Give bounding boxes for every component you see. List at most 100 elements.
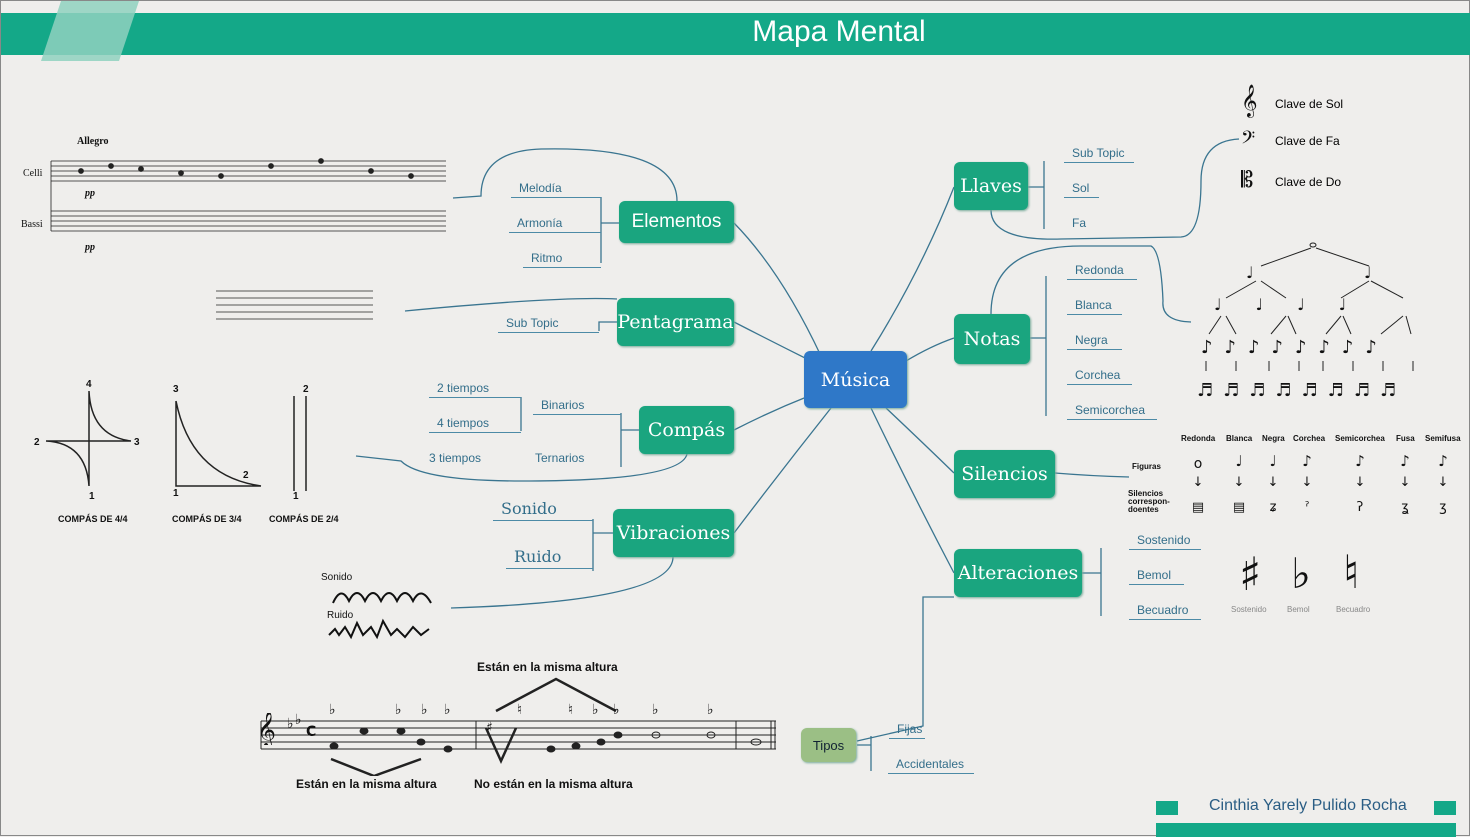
subtopic-sonido[interactable]: Sonido bbox=[493, 499, 593, 521]
subtopic-negra[interactable]: Negra bbox=[1067, 333, 1122, 350]
subtopic-fa[interactable]: Fa bbox=[1072, 216, 1087, 230]
sixteenth-notes-icon: ♬♬♬♬♬♬♬♬ bbox=[1197, 380, 1407, 401]
score-tempo: Allegro bbox=[77, 136, 109, 147]
compas-label: COMPÁS DE 3/4 bbox=[172, 514, 242, 524]
subtopic-sol[interactable]: Sol bbox=[1064, 181, 1099, 198]
flat-icon: ♭ bbox=[1291, 549, 1311, 598]
table-header: Fusa bbox=[1396, 434, 1415, 443]
subtopic-pentagrama[interactable]: Sub Topic bbox=[498, 316, 599, 333]
subtopic-llaves[interactable]: Sub Topic bbox=[1064, 146, 1134, 163]
node-elementos[interactable]: Elementos bbox=[619, 201, 734, 243]
header-bar bbox=[1, 13, 1470, 55]
flat-icon: ♭ bbox=[329, 702, 336, 718]
sharp-icon: ♯ bbox=[1239, 547, 1262, 601]
subtopic-bemol[interactable]: Bemol bbox=[1129, 568, 1184, 585]
flat-icon: ♭ bbox=[652, 702, 659, 718]
table-header: Semifusa bbox=[1425, 434, 1461, 443]
eighth-notes-icon: ♪♪♪♪♪♪♪♪ bbox=[1201, 337, 1389, 358]
compas-label: COMPÁS DE 2/4 bbox=[269, 514, 339, 524]
table-header: Negra bbox=[1262, 434, 1285, 443]
node-alteraciones[interactable]: Alteraciones bbox=[954, 549, 1082, 597]
subtopic-sostenido[interactable]: Sostenido bbox=[1129, 533, 1201, 550]
node-llaves[interactable]: Llaves bbox=[954, 162, 1028, 210]
node-silencios[interactable]: Silencios bbox=[954, 450, 1055, 498]
footer-square bbox=[1156, 801, 1178, 815]
subtopic-3-tiempos[interactable]: 3 tiempos bbox=[429, 451, 482, 465]
flat-icon: ♭ bbox=[421, 702, 428, 718]
alto-clef-icon: 𝄡 bbox=[1241, 168, 1254, 193]
row-label-figuras: Figuras bbox=[1132, 462, 1161, 471]
alteracion-caption: Becuadro bbox=[1336, 605, 1371, 614]
flat-icon: ♭ bbox=[707, 702, 714, 718]
node-notas[interactable]: Notas bbox=[954, 314, 1030, 364]
node-compas[interactable]: Compás bbox=[639, 406, 734, 454]
beat-number: 2 bbox=[34, 437, 40, 448]
dynamic-mark: pp bbox=[85, 188, 95, 199]
staff-label: Bassi bbox=[21, 219, 43, 230]
subtopic-ritmo[interactable]: Ritmo bbox=[523, 251, 601, 268]
whole-note-icon: o bbox=[1193, 457, 1203, 471]
annotation-bottom-left: Están en la misma altura bbox=[296, 777, 437, 791]
half-note-icon: ♩ bbox=[1235, 454, 1243, 469]
subtopic-fijas[interactable]: Fijas bbox=[889, 722, 925, 739]
quarter-rest-icon: ʑ bbox=[1269, 501, 1277, 514]
annotation-top: Están en la misma altura bbox=[477, 660, 618, 674]
node-pentagrama[interactable]: Pentagrama bbox=[617, 298, 734, 346]
down-arrow-icon: ↓ bbox=[1301, 476, 1313, 489]
down-arrow-icon: ↓ bbox=[1399, 476, 1411, 489]
treble-clef-icon: 𝄞 bbox=[1241, 84, 1258, 117]
node-tipos[interactable]: Tipos bbox=[801, 728, 856, 762]
dynamic-mark: pp bbox=[85, 242, 95, 253]
subtopic-binarios[interactable]: Binarios bbox=[533, 398, 621, 415]
subtopic-ternarios[interactable]: Ternarios bbox=[535, 451, 585, 465]
beat-number: 1 bbox=[89, 491, 95, 502]
staff-label: Celli bbox=[23, 168, 43, 179]
annotation-bottom-right: No están en la misma altura bbox=[474, 777, 633, 791]
key-flat-icon: ♭ bbox=[295, 712, 302, 728]
table-header: Blanca bbox=[1226, 434, 1253, 443]
compas-diagrams bbox=[45, 390, 307, 491]
subtopic-semicorchea[interactable]: Semicorchea bbox=[1067, 403, 1157, 420]
sixteenth-note-icon: ♪ bbox=[1355, 454, 1365, 469]
subtopic-melodia[interactable]: Melodía bbox=[511, 181, 601, 198]
half-note-icon: ♩ bbox=[1364, 263, 1372, 282]
common-time-icon: C bbox=[306, 724, 317, 740]
quarter-note-icon: ♩ bbox=[1269, 454, 1277, 469]
compas-label: COMPÁS DE 4/4 bbox=[58, 514, 128, 524]
natural-icon: ♮ bbox=[568, 702, 574, 718]
thirty-second-rest-icon: ʓ bbox=[1401, 501, 1409, 514]
sixteenth-rest-icon: ʔ bbox=[1356, 501, 1364, 514]
accidentals-score bbox=[260, 677, 776, 776]
subtopic-accidentales[interactable]: Accidentales bbox=[888, 757, 974, 774]
flat-icon: ♭ bbox=[444, 702, 451, 718]
bass-clef-icon: 𝄢 bbox=[1241, 128, 1256, 153]
beat-number: 3 bbox=[134, 437, 140, 448]
beat-number: 1 bbox=[293, 491, 299, 502]
alteracion-caption: Bemol bbox=[1287, 605, 1310, 614]
subtopic-4-tiempos[interactable]: 4 tiempos bbox=[429, 416, 521, 433]
subtopic-ruido[interactable]: Ruido bbox=[506, 547, 593, 569]
table-header: Semicorchea bbox=[1335, 434, 1385, 443]
subtopic-becuadro[interactable]: Becuadro bbox=[1129, 603, 1201, 620]
sixty-fourth-note-icon: ♪ bbox=[1438, 454, 1448, 469]
subtopic-2-tiempos[interactable]: 2 tiempos bbox=[429, 381, 521, 398]
beat-number: 3 bbox=[173, 384, 179, 395]
natural-icon: ♮ bbox=[1343, 545, 1360, 599]
central-node-musica[interactable]: Música bbox=[804, 351, 907, 408]
beat-number: 1 bbox=[173, 488, 179, 499]
down-arrow-icon: ↓ bbox=[1267, 476, 1279, 489]
subtopic-armonia[interactable]: Armonía bbox=[509, 216, 601, 233]
subtopic-corchea[interactable]: Corchea bbox=[1067, 368, 1132, 385]
subtopic-redonda[interactable]: Redonda bbox=[1067, 263, 1137, 280]
subtopic-blanca[interactable]: Blanca bbox=[1067, 298, 1122, 315]
table-header: Redonda bbox=[1181, 434, 1216, 443]
thirty-second-note-icon: ♪ bbox=[1400, 454, 1410, 469]
down-arrow-icon: ↓ bbox=[1437, 476, 1449, 489]
node-vibraciones[interactable]: Vibraciones bbox=[613, 509, 734, 557]
page-title: Mapa Mental bbox=[752, 15, 926, 48]
half-note-icon: ♩ bbox=[1246, 263, 1254, 282]
footer-square bbox=[1434, 801, 1456, 815]
eighth-note-icon: ♪ bbox=[1302, 454, 1312, 469]
natural-icon: ♮ bbox=[517, 702, 523, 718]
